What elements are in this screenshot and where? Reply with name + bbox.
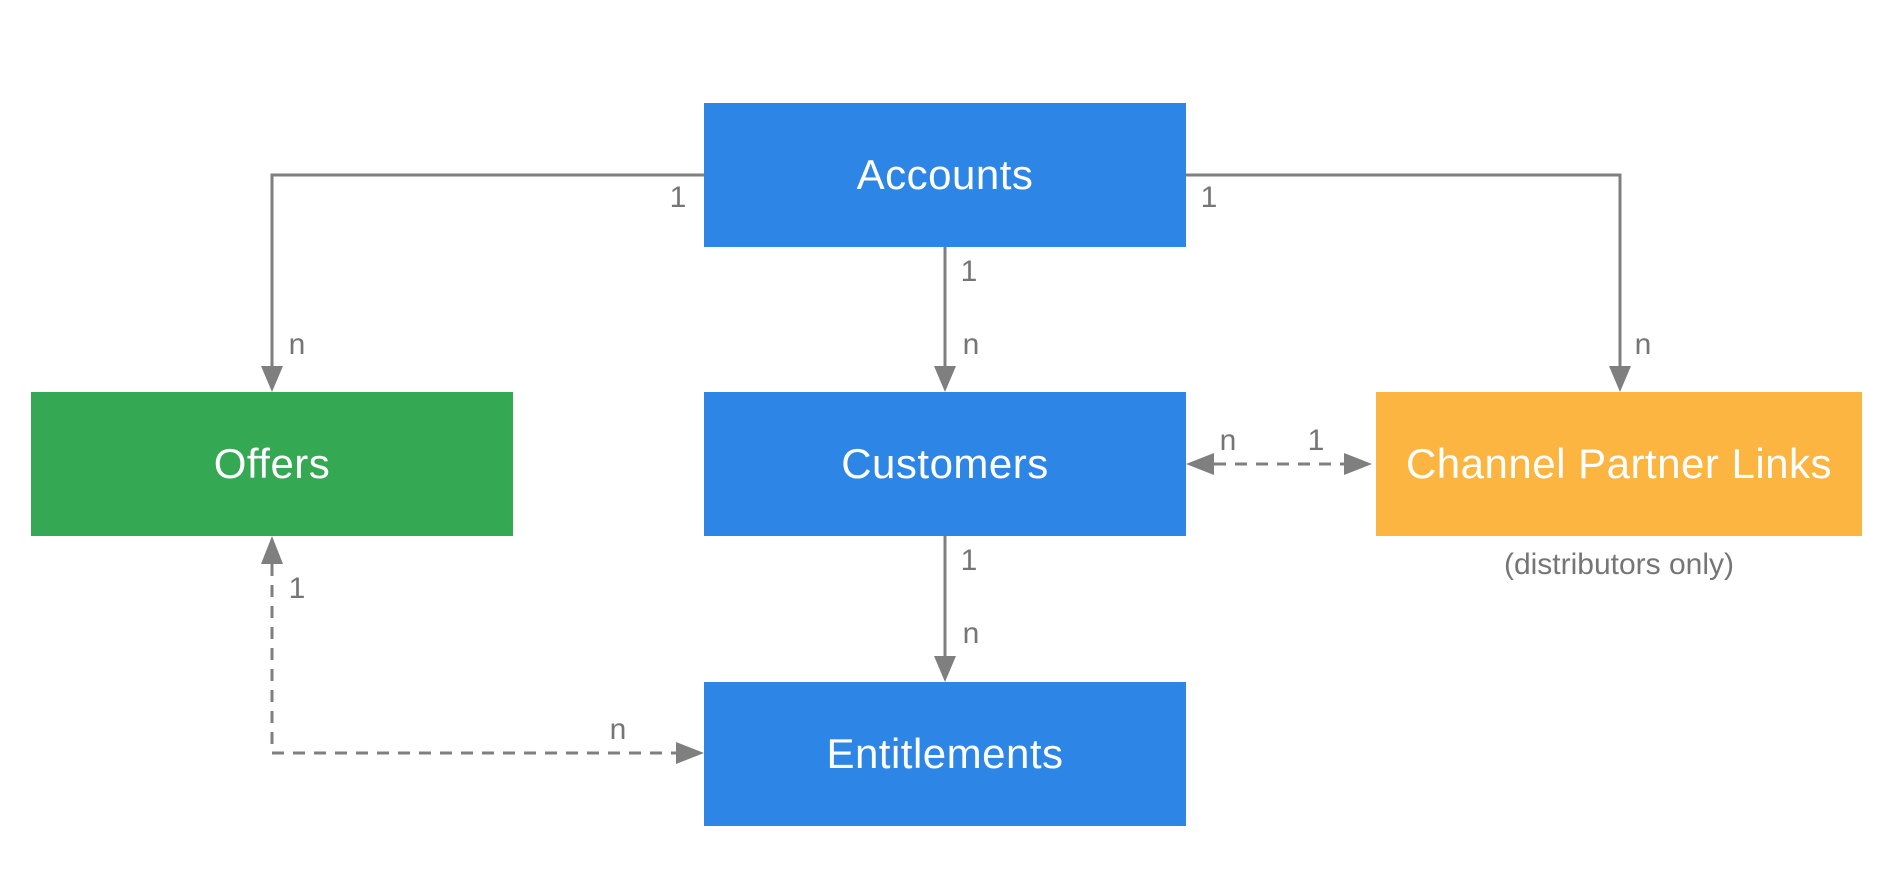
entity-channel-partner-links-label: Channel Partner Links [1405, 440, 1833, 487]
entity-entitlements-label: Entitlements [826, 730, 1064, 777]
entity-offers: Offers [31, 392, 513, 536]
arrowhead-offers-bottom [261, 536, 283, 564]
cardinality-accounts-cpl-n: n [1634, 328, 1652, 361]
cardinality-accounts-offers-1: 1 [669, 181, 687, 214]
cardinality-customers-entitlements-n: n [962, 617, 980, 650]
cardinality-customers-cpl-1: 1 [1307, 424, 1325, 457]
cardinality-customers-cpl-n: n [1219, 424, 1237, 457]
entity-customers: Customers [704, 392, 1186, 536]
entity-channel-partner-links: Channel Partner Links [1376, 392, 1862, 536]
channel-partner-links-note: (distributors only) [1503, 548, 1735, 581]
cardinality-customers-entitlements-1: 1 [960, 544, 978, 577]
entity-accounts-label: Accounts [856, 151, 1034, 198]
cardinality-accounts-customers-n: n [962, 328, 980, 361]
arrowhead-entitlements-top [934, 656, 956, 682]
cardinality-offers-entitlements-n: n [609, 713, 627, 746]
arrowhead-entitlements-left [676, 742, 704, 764]
connector-accounts-cpl [1186, 173, 1622, 366]
cardinality-accounts-customers-1: 1 [960, 255, 978, 288]
cardinality-offers-entitlements-1: 1 [288, 572, 306, 605]
entity-offers-label: Offers [213, 440, 331, 487]
entity-customers-label: Customers [841, 440, 1049, 487]
arrowhead-cpl-left [1344, 453, 1372, 475]
entity-entitlements: Entitlements [704, 682, 1186, 826]
arrowhead-cpl-top [1609, 366, 1631, 392]
entity-accounts: Accounts [704, 103, 1186, 247]
cardinality-accounts-cpl-1: 1 [1200, 181, 1218, 214]
arrowhead-customers-top [934, 366, 956, 392]
arrowhead-offers-top [261, 366, 283, 392]
connector-accounts-offers [270, 173, 704, 366]
connector-offers-entitlements [270, 564, 676, 755]
cardinality-accounts-offers-n: n [288, 328, 306, 361]
arrowhead-customers-right [1186, 453, 1214, 475]
